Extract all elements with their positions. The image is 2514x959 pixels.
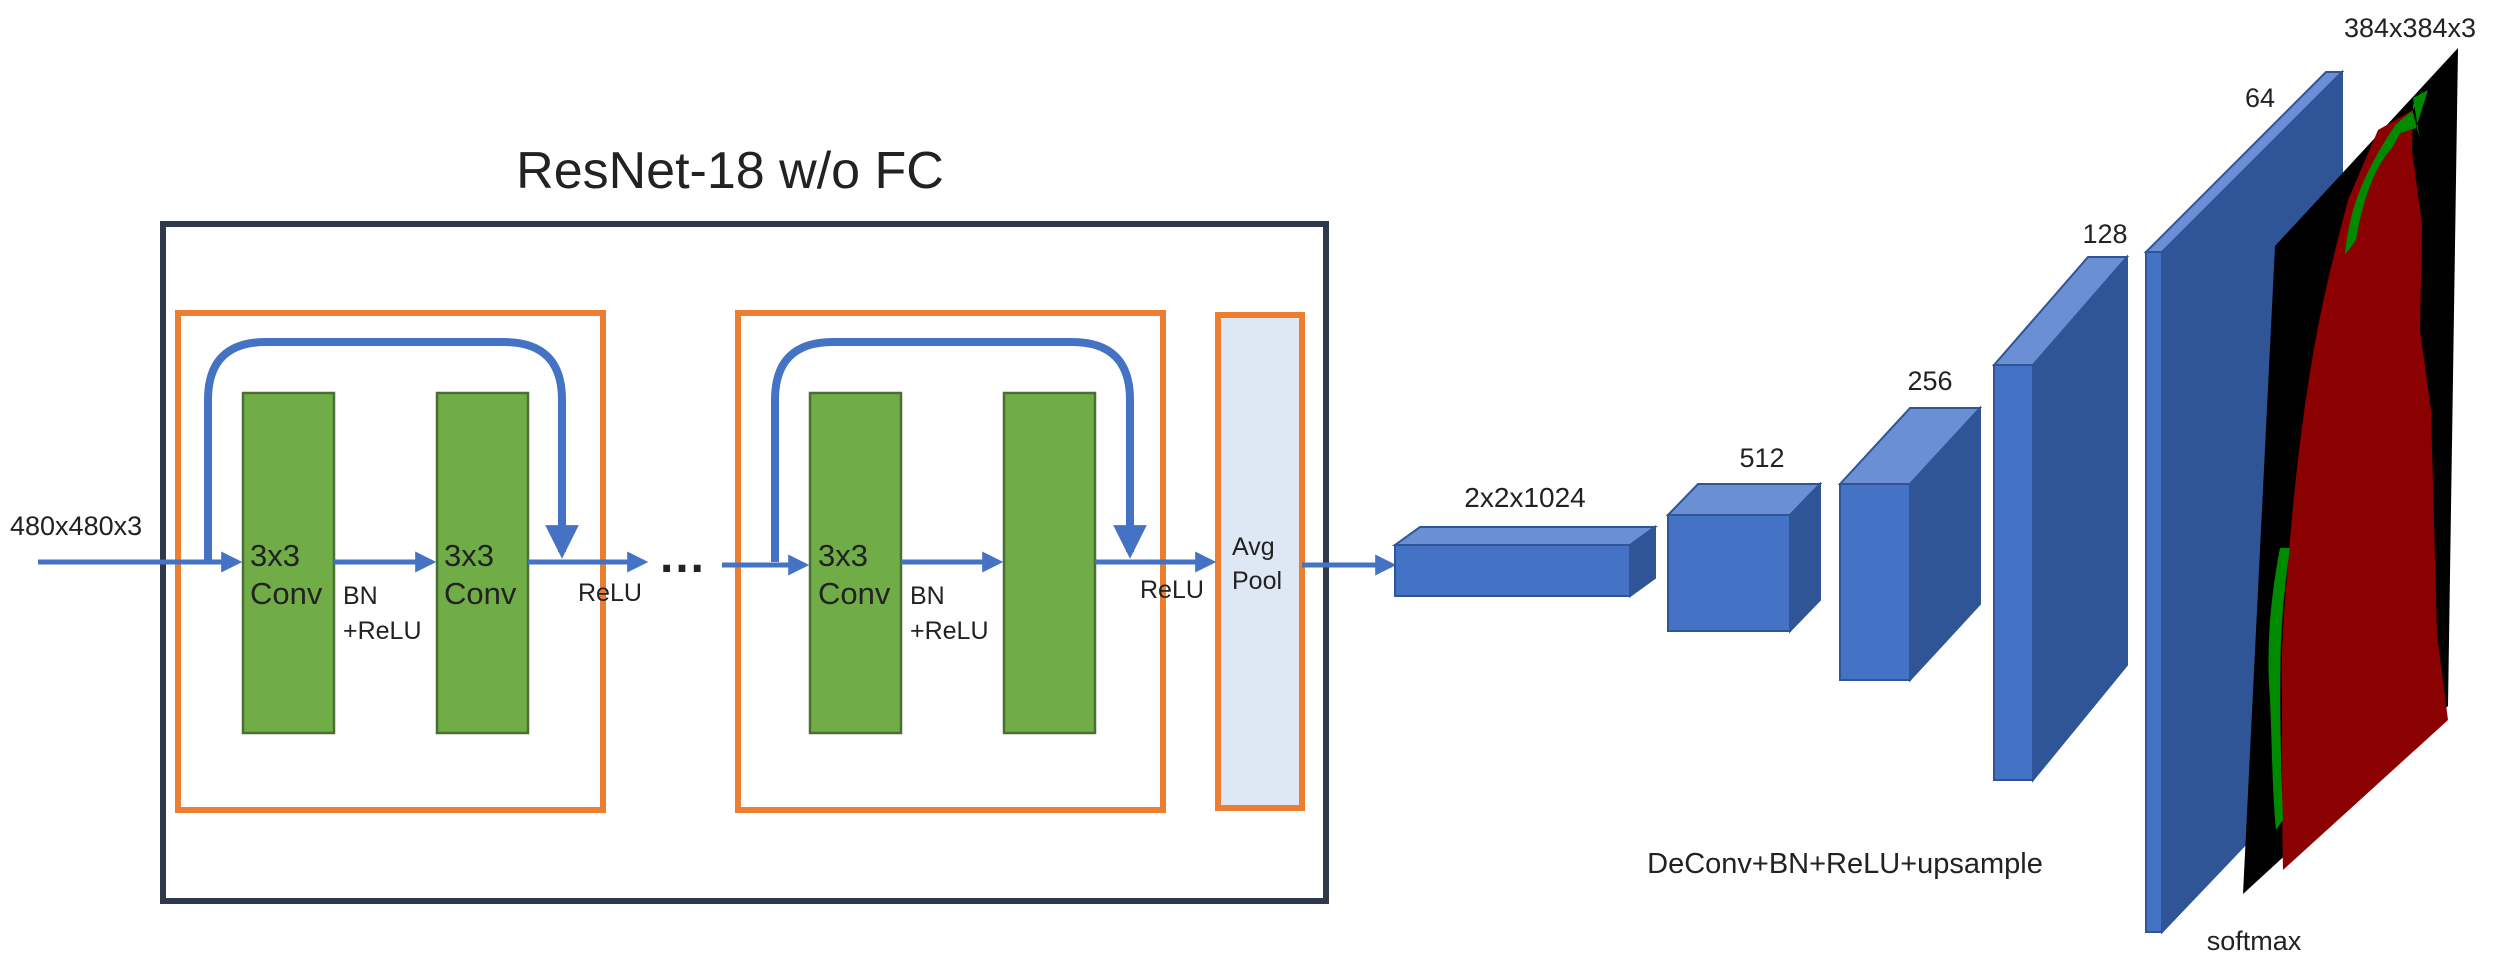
feature-cuboid-256 (1837, 405, 1983, 683)
feature-cuboid-128 (1991, 254, 2130, 783)
channel-label-256: 256 (1907, 366, 1952, 396)
conv-layer-2a (808, 391, 903, 735)
feature-cuboid-2x2x1024 (1391, 525, 1659, 598)
channel-label-64: 64 (2245, 83, 2275, 113)
feature-size-label: 2x2x1024 (1464, 482, 1585, 513)
input-size-label: 480x480x3 (10, 511, 142, 541)
output-size-label: 384x384x3 (2344, 13, 2476, 43)
avg-pool-block (1215, 312, 1305, 811)
relu-label-1: ReLU (578, 579, 642, 607)
conv-layer-2b (1002, 391, 1097, 735)
diagram-title: ResNet-18 w/o FC (516, 142, 944, 200)
conv-layer-1b (435, 391, 530, 735)
ellipsis: … (658, 530, 706, 583)
relu-label-2: ReLU (1140, 576, 1204, 604)
feature-cuboid-512 (1665, 481, 1823, 634)
skip-connection-arrow-2 (771, 338, 1147, 562)
decoder-caption: DeConv+BN+ReLU+upsample (1647, 848, 2043, 880)
channel-label-512: 512 (1739, 443, 1784, 473)
softmax-label: softmax (2207, 926, 2302, 956)
conv-layer-1a (241, 391, 336, 735)
segmentation-output-mask (2243, 48, 2458, 894)
skip-connection-arrow-1 (204, 338, 579, 562)
bn-relu-label-2: BN+ReLU (910, 582, 989, 645)
bn-relu-label-1: BN+ReLU (343, 582, 422, 645)
channel-label-128: 128 (2082, 219, 2127, 249)
